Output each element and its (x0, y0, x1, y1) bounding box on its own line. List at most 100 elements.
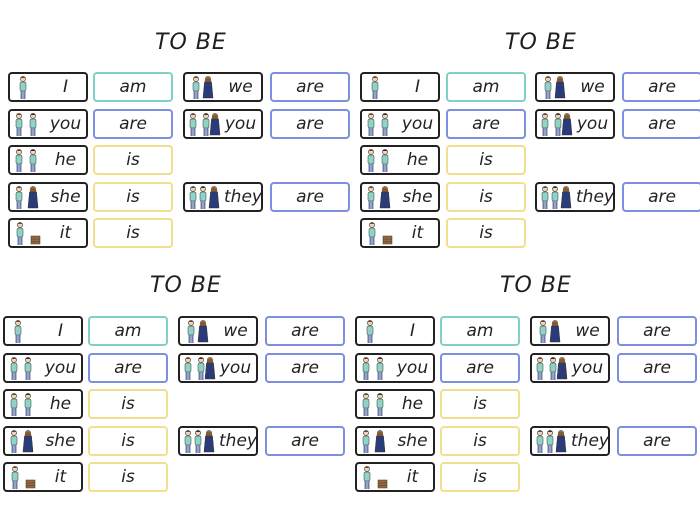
worksheet-title: TO BE (500, 273, 572, 298)
verb-card-are[interactable]: are (622, 181, 700, 212)
verb-card-am[interactable]: am (440, 316, 520, 346)
pronoun-label: you (219, 357, 252, 378)
pronoun-card-he[interactable]: he (3, 389, 83, 419)
two-men-icon (6, 391, 44, 417)
verb-label: is (479, 186, 493, 207)
verb-card-is[interactable]: is (88, 425, 168, 456)
verb-card-are[interactable]: are (93, 108, 173, 139)
person-pointing-self-icon (6, 318, 44, 344)
verb-label: are (648, 77, 676, 97)
verb-card-am[interactable]: am (446, 72, 526, 102)
pronoun-label: you (576, 113, 609, 134)
verb-card-are[interactable]: are (88, 352, 168, 383)
verb-card-is[interactable]: is (440, 462, 520, 492)
pronoun-label: it (59, 223, 72, 243)
verb-label: are (114, 357, 142, 378)
pronoun-card-i[interactable]: I (3, 316, 83, 346)
pronoun-card-we[interactable]: we (530, 316, 610, 346)
pronoun-label: she (397, 430, 428, 451)
verb-card-is[interactable]: is (93, 145, 173, 175)
verb-card-are[interactable]: are (265, 425, 345, 456)
verb-card-is[interactable]: is (440, 425, 520, 456)
pronoun-label: we (223, 321, 248, 341)
pronoun-card-it[interactable]: it (3, 462, 83, 492)
two-men-icon (11, 147, 49, 173)
pronoun-card-she[interactable]: she (8, 181, 88, 212)
verb-card-am[interactable]: am (93, 72, 173, 102)
verb-card-is[interactable]: is (440, 389, 520, 419)
person-pointing-group-icon (181, 355, 219, 381)
person-pointing-group-icon (538, 111, 576, 137)
pronoun-card-it[interactable]: it (360, 218, 440, 248)
pronoun-card-he[interactable]: he (8, 145, 88, 175)
verb-label: are (643, 430, 671, 451)
verb-card-are[interactable]: are (270, 72, 350, 102)
pronoun-card-you[interactable]: you (360, 108, 440, 139)
pronoun-label: they (219, 430, 257, 451)
verb-label: is (473, 430, 487, 451)
verb-card-is[interactable]: is (93, 181, 173, 212)
couple-icon (538, 74, 576, 100)
verb-card-are[interactable]: are (265, 352, 345, 383)
pronoun-label: he (401, 394, 424, 414)
pronoun-card-he[interactable]: he (360, 145, 440, 175)
pronoun-card-he[interactable]: he (355, 389, 435, 419)
pronoun-label: it (54, 467, 67, 487)
verb-label: are (296, 186, 324, 207)
pronoun-card-you[interactable]: you (355, 352, 435, 383)
verb-card-is[interactable]: is (446, 181, 526, 212)
pronoun-card-they[interactable]: they (183, 181, 263, 212)
verb-card-are[interactable]: are (265, 316, 345, 346)
person-pointing-self-icon (358, 318, 396, 344)
pronoun-card-she[interactable]: she (360, 181, 440, 212)
pronoun-card-they[interactable]: they (535, 181, 615, 212)
verb-card-are[interactable]: are (270, 181, 350, 212)
pronoun-card-i[interactable]: I (360, 72, 440, 102)
pronoun-label: he (54, 150, 77, 170)
pronoun-card-we[interactable]: we (178, 316, 258, 346)
verb-label: are (466, 357, 494, 378)
pronoun-card-you[interactable]: you (178, 352, 258, 383)
pronoun-card-you[interactable]: you (530, 352, 610, 383)
pronoun-card-you[interactable]: you (8, 108, 88, 139)
verb-card-are[interactable]: are (270, 108, 350, 139)
verb-card-is[interactable]: is (88, 389, 168, 419)
verb-card-is[interactable]: is (88, 462, 168, 492)
verb-card-are[interactable]: are (440, 352, 520, 383)
pronoun-label: they (571, 430, 609, 451)
worksheet-title: TO BE (150, 273, 222, 298)
pronoun-card-you[interactable]: you (183, 108, 263, 139)
two-men-icon (358, 391, 396, 417)
pronoun-card-she[interactable]: she (3, 425, 83, 456)
pronoun-card-we[interactable]: we (183, 72, 263, 102)
verb-label: is (121, 467, 135, 487)
two-people-pointing-icon (363, 111, 401, 137)
person-and-box-icon (11, 220, 49, 246)
pronoun-card-i[interactable]: I (355, 316, 435, 346)
pronoun-card-you[interactable]: you (535, 108, 615, 139)
verb-card-is[interactable]: is (446, 145, 526, 175)
pronoun-card-they[interactable]: they (530, 425, 610, 456)
pronoun-card-we[interactable]: we (535, 72, 615, 102)
verb-card-are[interactable]: are (617, 316, 697, 346)
verb-card-are[interactable]: are (622, 72, 700, 102)
verb-card-is[interactable]: is (446, 218, 526, 248)
verb-label: is (121, 430, 135, 451)
pronoun-label: they (576, 186, 614, 207)
verb-label: are (648, 186, 676, 207)
verb-card-is[interactable]: is (93, 218, 173, 248)
pronoun-card-you[interactable]: you (3, 352, 83, 383)
person-pointing-self-icon (11, 74, 49, 100)
verb-card-are[interactable]: are (622, 108, 700, 139)
pronoun-card-she[interactable]: she (355, 425, 435, 456)
pronoun-label: we (575, 321, 600, 341)
pronoun-card-it[interactable]: it (8, 218, 88, 248)
pronoun-card-i[interactable]: I (8, 72, 88, 102)
pronoun-card-it[interactable]: it (355, 462, 435, 492)
verb-card-are[interactable]: are (617, 352, 697, 383)
verb-card-are[interactable]: are (617, 425, 697, 456)
verb-card-am[interactable]: am (88, 316, 168, 346)
pronoun-card-they[interactable]: they (178, 425, 258, 456)
verb-card-are[interactable]: are (446, 108, 526, 139)
